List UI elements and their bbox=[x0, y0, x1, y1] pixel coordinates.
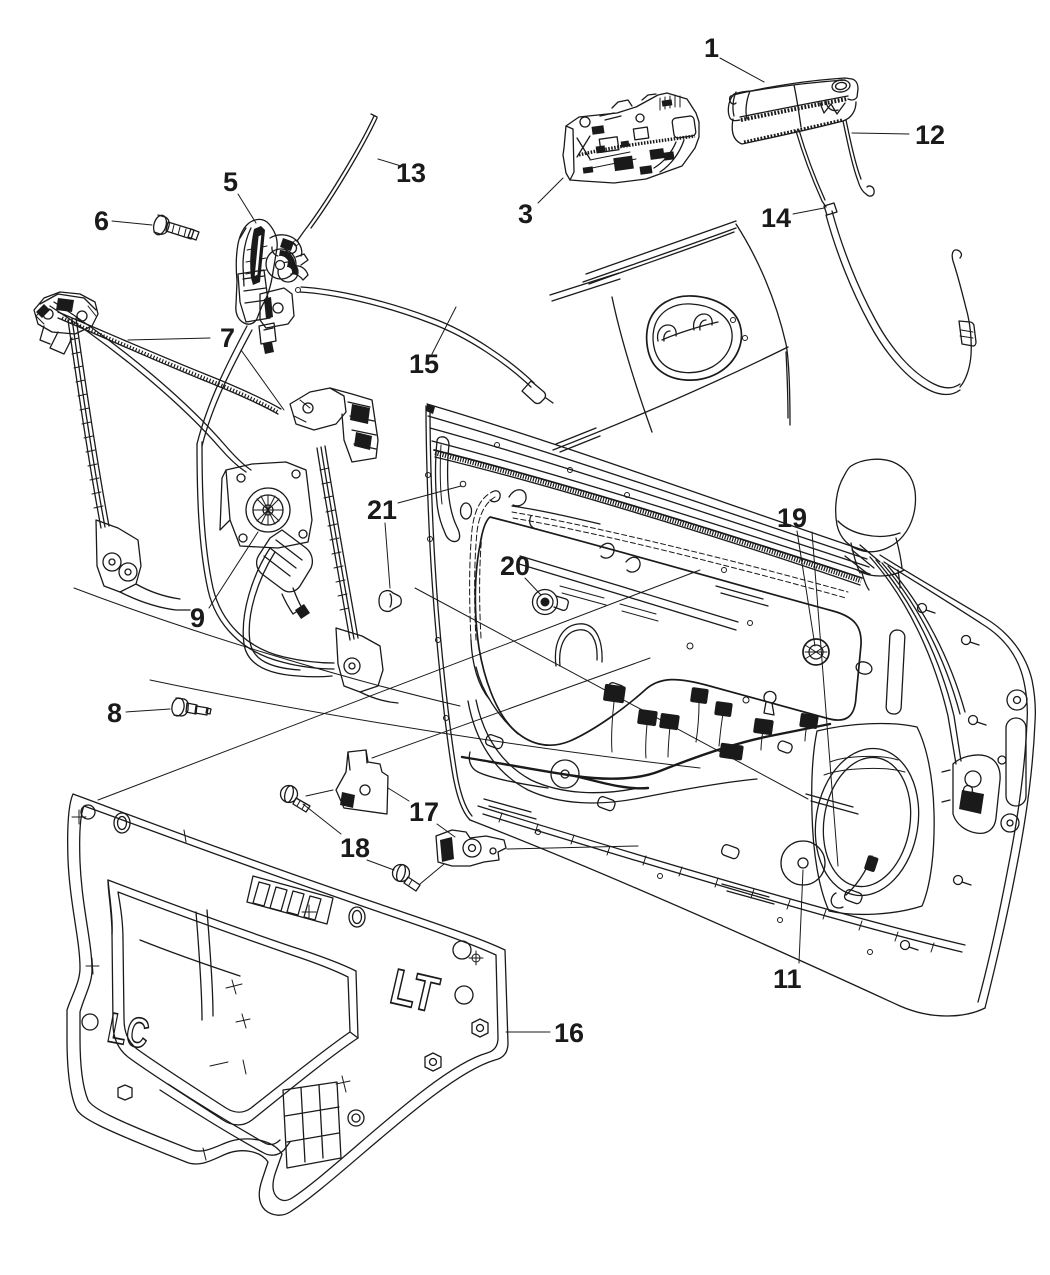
svg-text:20: 20 bbox=[500, 551, 530, 581]
svg-text:21: 21 bbox=[367, 495, 397, 525]
svg-text:14: 14 bbox=[761, 203, 791, 233]
svg-text:9: 9 bbox=[190, 603, 205, 633]
svg-text:16: 16 bbox=[554, 1018, 584, 1048]
svg-text:1: 1 bbox=[704, 33, 719, 63]
svg-text:19: 19 bbox=[777, 503, 807, 533]
svg-text:8: 8 bbox=[107, 698, 122, 728]
svg-text:15: 15 bbox=[409, 349, 439, 379]
svg-text:13: 13 bbox=[396, 158, 426, 188]
svg-text:LC: LC bbox=[104, 1004, 153, 1058]
svg-text:3: 3 bbox=[518, 199, 533, 229]
svg-text:11: 11 bbox=[773, 964, 802, 994]
svg-text:7: 7 bbox=[220, 323, 235, 353]
svg-text:18: 18 bbox=[340, 833, 370, 863]
svg-text:17: 17 bbox=[409, 797, 439, 827]
svg-text:12: 12 bbox=[915, 120, 945, 150]
svg-text:5: 5 bbox=[223, 167, 238, 197]
svg-text:6: 6 bbox=[94, 206, 109, 236]
